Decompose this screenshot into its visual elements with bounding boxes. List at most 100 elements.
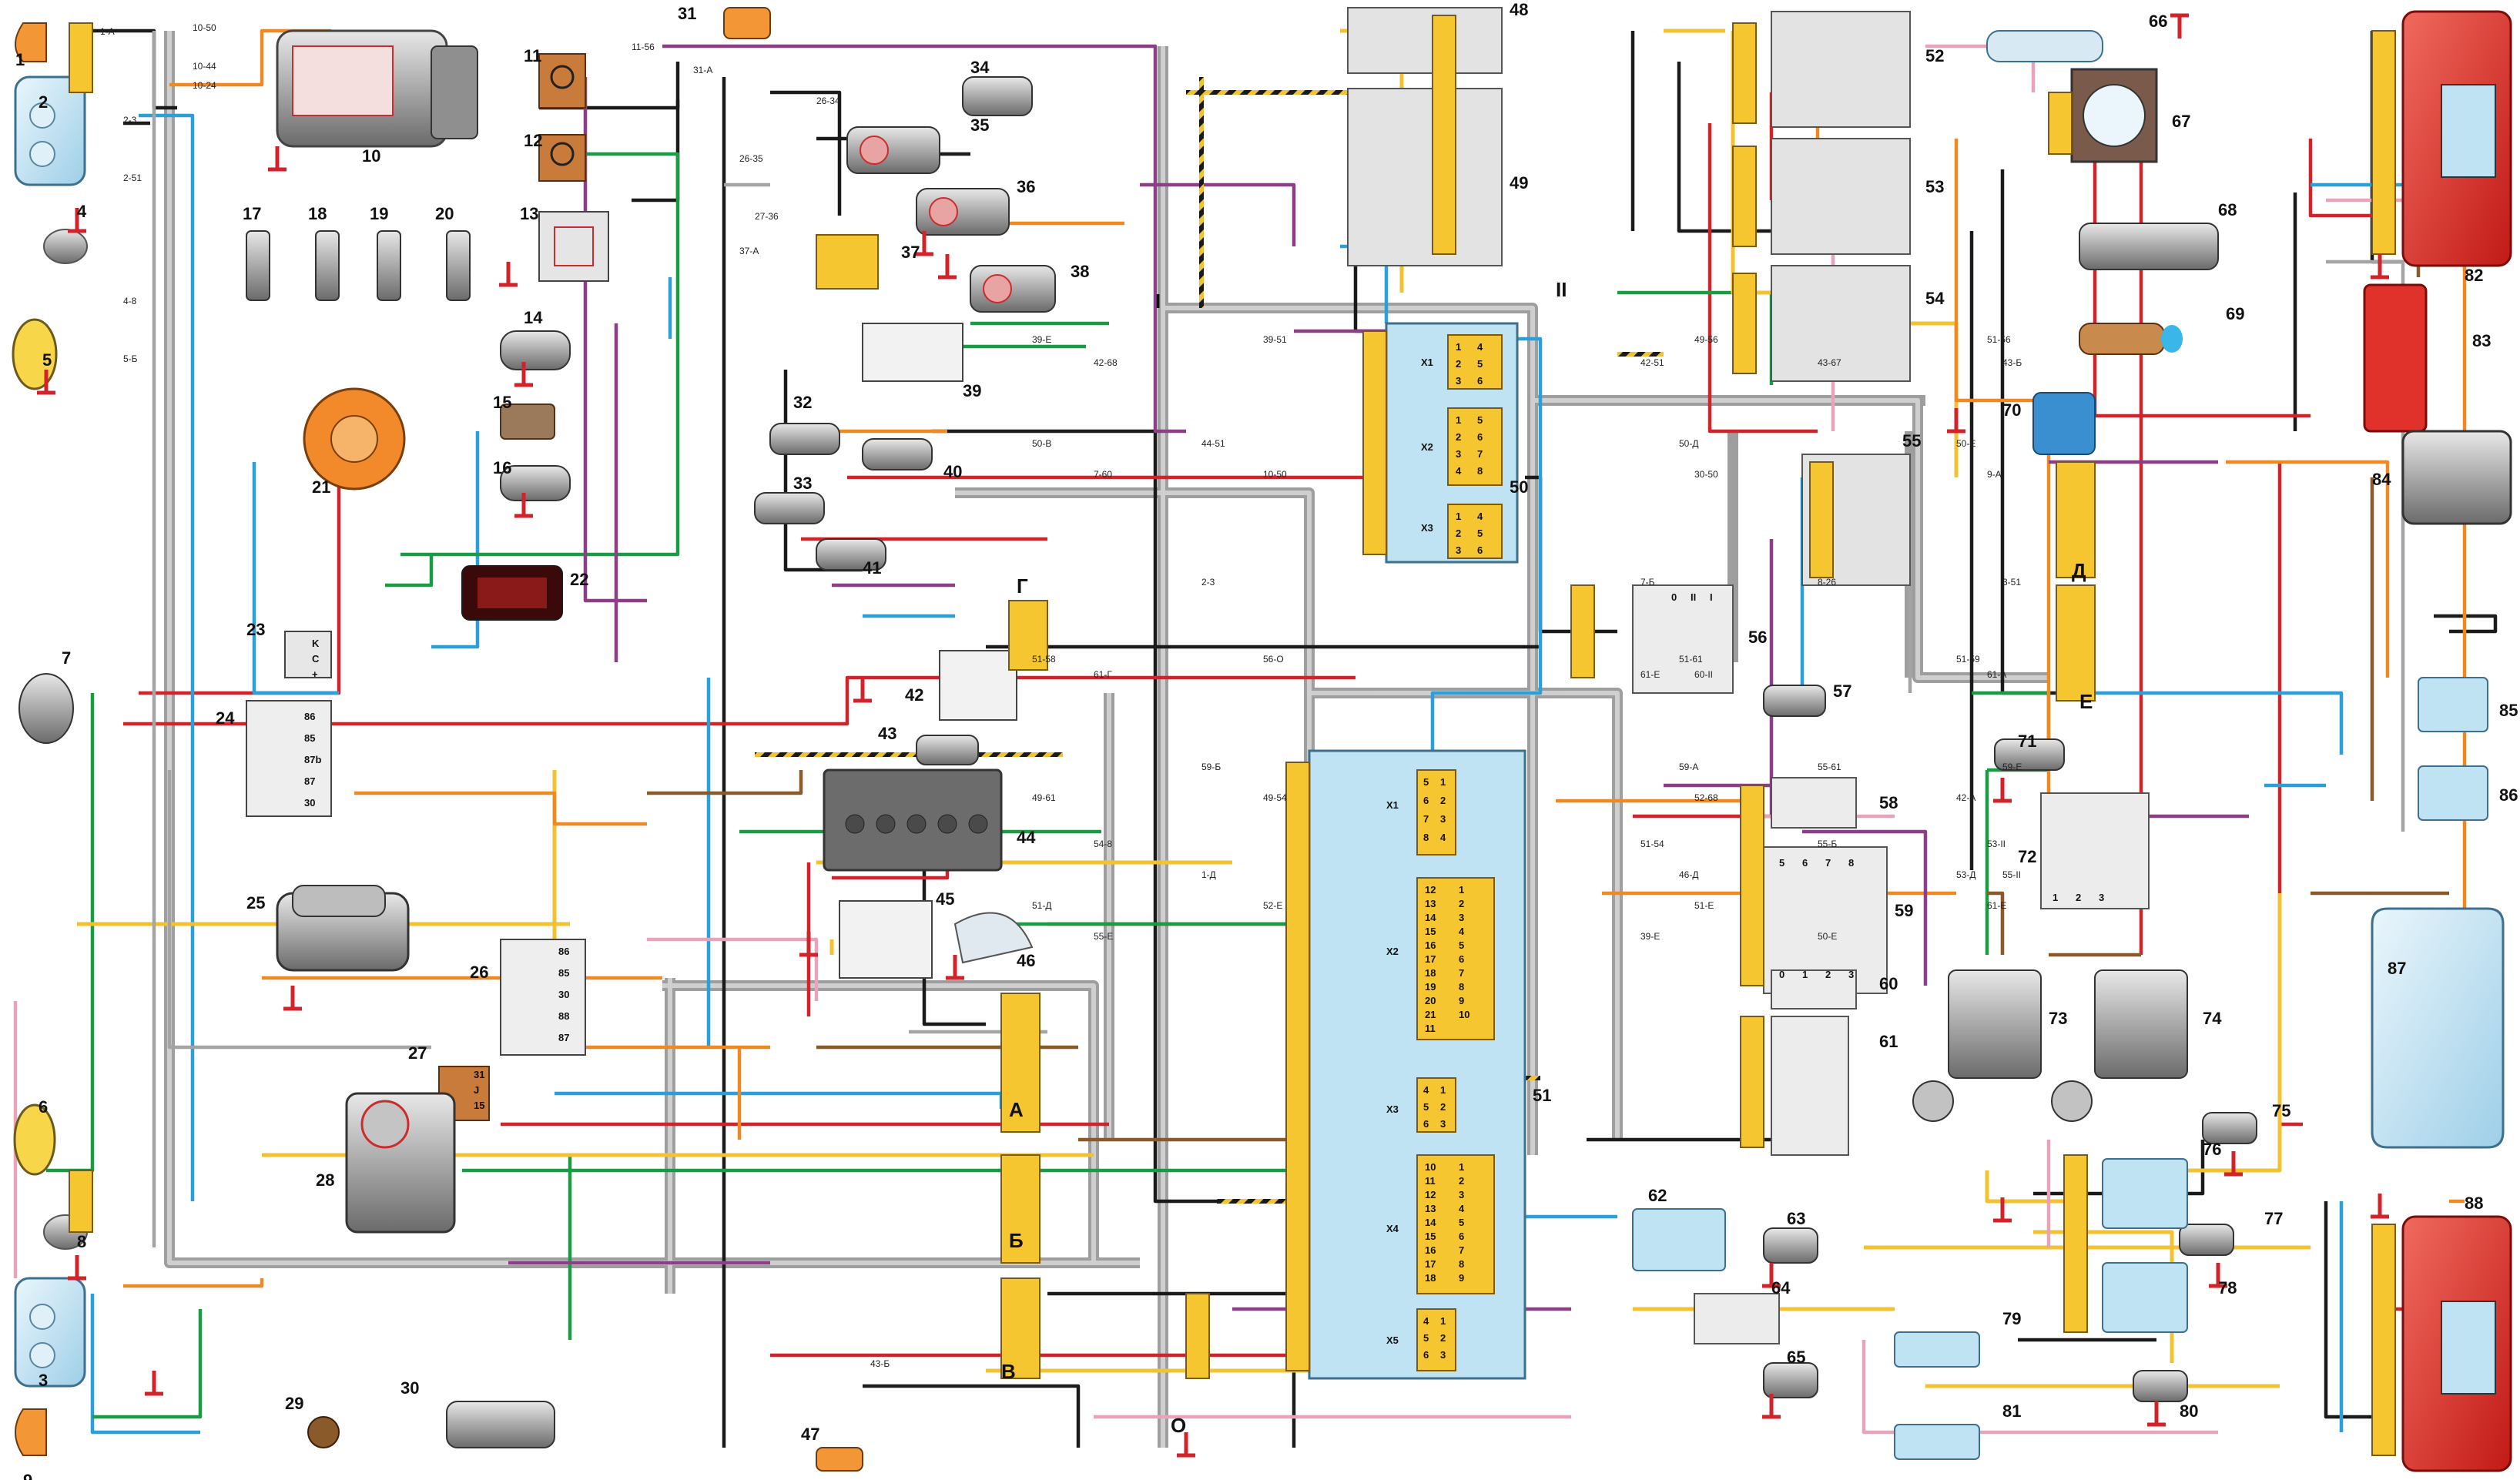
component-number-14: 14 <box>524 308 543 327</box>
wire-label-misc-3: 51-56 <box>1987 334 2011 345</box>
rear-wiper-motor <box>2401 430 2512 525</box>
wiper-motor <box>345 1092 456 1234</box>
pin-51-x1-1: 1 <box>1440 776 1446 788</box>
relay-39 <box>862 323 963 382</box>
connector-letter-1: Б <box>1009 1229 1024 1252</box>
pin-50-x2-3: 6 <box>1477 431 1483 443</box>
component-number-8: 8 <box>77 1232 86 1251</box>
fog-lamp-right <box>13 1103 56 1176</box>
pin-51-x4-15: 8 <box>1459 1258 1464 1270</box>
lamp-85 <box>2418 677 2488 732</box>
pin-51-x4-5: 3 <box>1459 1189 1464 1200</box>
wire-label-misc-37: 54-8 <box>1094 839 1112 849</box>
component-number-26: 26 <box>470 963 488 982</box>
pin-50-x2-0: 1 <box>1456 414 1461 426</box>
wire-label-misc-13: 30-50 <box>1694 469 1718 480</box>
component-number-40: 40 <box>943 462 962 481</box>
pin-51-x2-2: 13 <box>1425 898 1436 909</box>
temp-sensor-33 <box>754 492 825 524</box>
component-number-86: 86 <box>2499 785 2518 805</box>
pin-51-x2-18: 21 <box>1425 1009 1436 1020</box>
sensor-29 <box>307 1416 340 1448</box>
pin-51-x1-2: 6 <box>1423 795 1429 806</box>
pin-50-x3-2: 2 <box>1456 527 1461 539</box>
wire-label-wiper-2: 27-36 <box>755 211 779 222</box>
pin-51-x2-20: 11 <box>1425 1023 1436 1034</box>
component-number-58: 58 <box>1879 793 1898 812</box>
ignition-switch <box>538 53 586 109</box>
pin-51-x2-13: 7 <box>1459 967 1464 979</box>
wire-label-misc-2: 49-56 <box>1694 334 1718 345</box>
relay23-pin-0: K <box>312 638 320 649</box>
pin-51-x4-6: 13 <box>1425 1203 1436 1214</box>
component-number-60: 60 <box>1879 974 1898 993</box>
component-number-34: 34 <box>970 58 990 77</box>
pin-51-x4-10: 15 <box>1425 1231 1436 1242</box>
components <box>12 7 2512 1472</box>
pin-51-x2-11: 6 <box>1459 953 1464 965</box>
component-number-56: 56 <box>1748 628 1767 647</box>
wire-label-misc-23: 56-О <box>1263 654 1284 665</box>
pin-51-x1-5: 3 <box>1440 813 1446 825</box>
component-number-81: 81 <box>2002 1401 2021 1421</box>
pump-35 <box>846 126 940 174</box>
lock56-label-0: 0 <box>1671 591 1677 603</box>
relay26-pin-0: 86 <box>558 946 569 957</box>
switch-49 <box>1347 88 1503 266</box>
switch-61 <box>1771 1016 1849 1156</box>
pin-51-x1-7: 4 <box>1440 832 1446 843</box>
block-50-label-0: X1 <box>1421 357 1433 368</box>
switch-58 <box>1771 777 1857 829</box>
pin-51-x4-2: 11 <box>1425 1175 1436 1187</box>
relay-62 <box>1632 1208 1726 1271</box>
component-number-77: 77 <box>2264 1209 2283 1228</box>
pin-51-x4-13: 7 <box>1459 1244 1464 1256</box>
relay-26 <box>500 939 586 1056</box>
switch59-label-6: 2 <box>1825 969 1831 980</box>
component-number-5: 5 <box>42 350 52 370</box>
sensor-57 <box>1763 685 1826 717</box>
fuse-cells-51 <box>1416 769 1495 1371</box>
wire-label-head-0: 1-А <box>100 26 115 37</box>
component-number-52: 52 <box>1925 46 1944 65</box>
relay26-pin-1: 85 <box>558 967 569 979</box>
stop-lamp <box>2363 283 2428 433</box>
component-number-78: 78 <box>2218 1278 2237 1298</box>
sensor-15 <box>500 403 555 440</box>
component-number-79: 79 <box>2002 1309 2021 1328</box>
pin-51-x4-4: 12 <box>1425 1189 1436 1200</box>
relay24-pin-3: 87 <box>304 775 315 787</box>
pin-51-x2-0: 12 <box>1425 884 1436 896</box>
wire-label-head-1: 2-3 <box>123 115 137 126</box>
pin-51-x3-0: 4 <box>1423 1084 1429 1096</box>
wire-label-misc-42: 46-Д <box>1679 869 1698 880</box>
component-number-15: 15 <box>493 393 511 412</box>
solenoid-14 <box>500 330 571 370</box>
component-number-9: 9 <box>23 1471 32 1480</box>
switch27-pin-1: J <box>474 1084 479 1096</box>
pin-50-x1-0: 1 <box>1456 341 1461 353</box>
wire-label-misc-38: 51-54 <box>1640 839 1664 849</box>
voltage-regulator <box>538 211 609 282</box>
wire-label-misc-19: 2-3 <box>1201 577 1215 588</box>
relay24-pin-2: 87b <box>304 754 321 765</box>
component-number-44: 44 <box>1017 828 1036 847</box>
component-number-22: 22 <box>570 570 588 589</box>
wire-label-misc-4: 42-68 <box>1094 357 1118 368</box>
component-number-25: 25 <box>246 893 265 912</box>
pin-51-x4-16: 18 <box>1425 1272 1436 1284</box>
module-70 <box>2032 392 2096 455</box>
pin-51-x2-10: 17 <box>1425 953 1436 965</box>
pin-51-x3-2: 5 <box>1423 1101 1429 1113</box>
component-number-7: 7 <box>62 648 71 668</box>
component-number-12: 12 <box>524 131 542 150</box>
lamp-69 <box>2079 323 2183 355</box>
solenoid-16 <box>500 465 571 501</box>
wire-label-ign-0: 11-56 <box>632 42 655 52</box>
sensor-40 <box>862 438 933 470</box>
horn-left <box>43 229 88 264</box>
battery <box>823 768 1003 872</box>
